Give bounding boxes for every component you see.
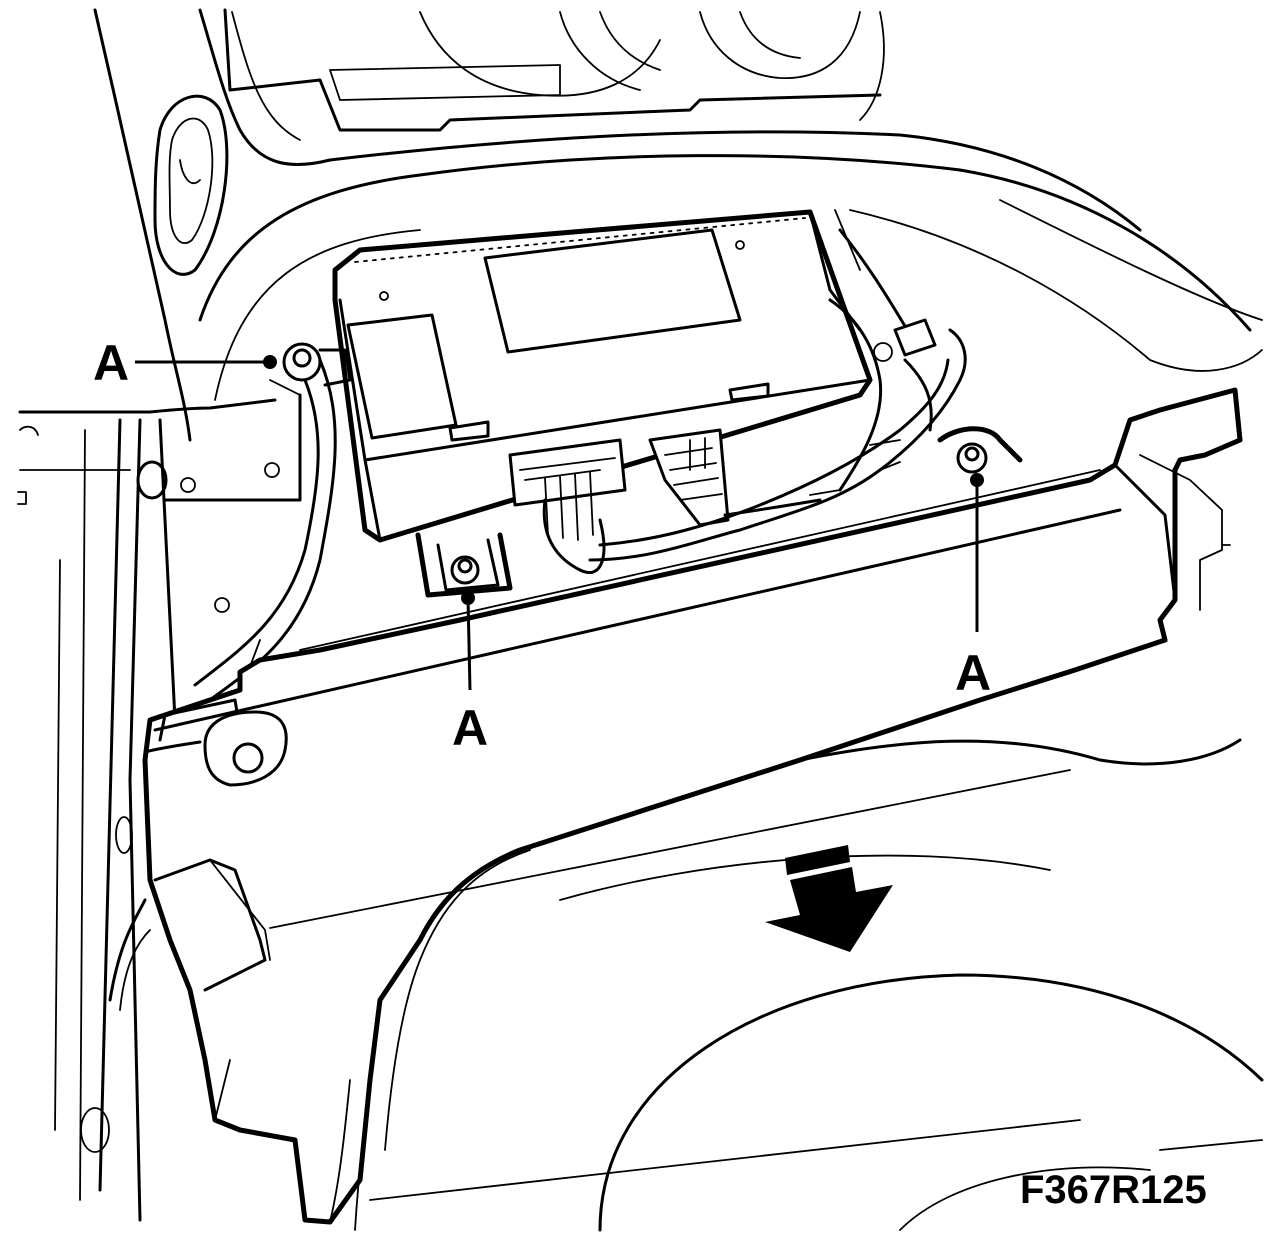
mounting-bolt-right (937, 426, 1023, 474)
callout-leader-lower-bracket (461, 591, 475, 691)
figure-code: F367R125 (1020, 1168, 1207, 1212)
module-connectors (508, 428, 730, 574)
callout-leader-upper-left (135, 355, 277, 369)
callout-label-upper-left: A (93, 335, 129, 391)
mounting-bracket-lower (415, 532, 513, 598)
callout-label-right: A (955, 645, 991, 701)
mounting-bolt-upper-left (282, 342, 352, 387)
upper-body-panel (93, 8, 1263, 442)
callout-leader-right (970, 473, 984, 632)
pillar-grab-handle (153, 94, 229, 276)
removal-direction-arrow (765, 845, 893, 952)
right-wiring-harness (588, 228, 967, 562)
trim-panel (142, 387, 1243, 1225)
control-module (332, 209, 873, 543)
callout-label-lower-bracket: A (452, 700, 488, 756)
